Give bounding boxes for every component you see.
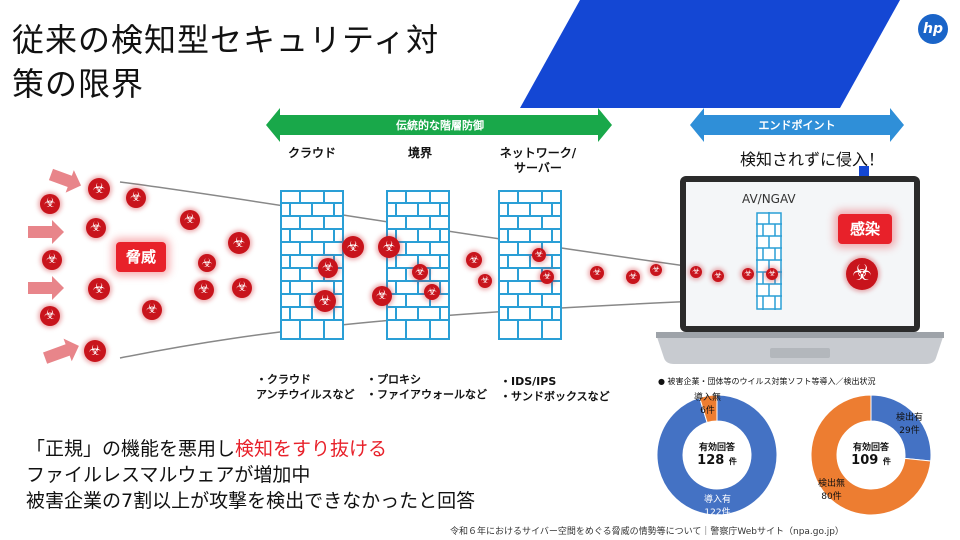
source-citation: 令和６年におけるサイバー空間をめぐる脅威の情勢等について｜警察庁Webサイト（n… <box>450 527 844 537</box>
column-perimeter: 境界 <box>407 146 432 160</box>
bottom-line-1: 「正規」の機能を悪用し検知をすり抜ける <box>26 438 388 460</box>
title-line-1: 従来の検知型セキュリティ対 <box>12 21 440 59</box>
donut2-center: 有効回答 109 件 <box>851 443 891 468</box>
biohazard-icon: ☣ <box>180 210 200 230</box>
page-title: 従来の検知型セキュリティ対 策の限界 <box>12 18 532 106</box>
infection-label: 感染 <box>838 214 892 244</box>
endpoint-arrow-label: エンドポイント <box>758 119 836 132</box>
donut2-label-undetected: 検出無 80件 <box>818 479 846 502</box>
threat-label: 脅威 <box>116 242 166 272</box>
donut-slice-1 <box>810 394 932 516</box>
biohazard-icon: ☣ <box>372 286 392 306</box>
intrusion-note: 検知されずに侵入！ <box>740 150 885 169</box>
donut-slice-1 <box>698 394 718 424</box>
donut-slice-0 <box>656 394 778 516</box>
biohazard-icon: ☣ <box>540 270 554 284</box>
biohazard-icon: ☣ <box>232 278 252 298</box>
biohazard-icon: ☣ <box>194 280 214 300</box>
biohazard-icon: ☣ <box>198 254 216 272</box>
donut-chart-1 <box>656 394 778 516</box>
biohazard-icon: ☣ <box>126 188 146 208</box>
column-network: ネットワーク/ サーバー <box>499 146 577 175</box>
av-label: AV/NGAV <box>742 192 796 206</box>
banner-shape <box>520 0 900 108</box>
donut1-label-present: 導入有 122件 <box>704 495 732 518</box>
firewall-icon <box>756 212 782 310</box>
column-cloud: クラウド <box>287 146 336 160</box>
biohazard-icon: ☣ <box>378 236 400 258</box>
donut1-label-absent: 導入無 6件 <box>694 393 722 416</box>
biohazard-icon: ☣ <box>466 252 482 268</box>
hp-logo: hp <box>918 14 948 44</box>
biohazard-icon: ☣ <box>228 232 250 254</box>
biohazard-icon: ☣ <box>42 250 62 270</box>
biohazard-icon: ☣ <box>690 266 702 278</box>
donut2-label-detected: 検出有 29件 <box>896 413 924 436</box>
biohazard-icon: ☣ <box>88 178 110 200</box>
title-line-2: 策の限界 <box>12 65 145 103</box>
perimeter-list: ・プロキシ ・ファイアウォールなど <box>366 373 487 401</box>
biohazard-icon: ☣ <box>742 268 754 280</box>
biohazard-icon: ☣ <box>766 268 778 280</box>
biohazard-icon: ☣ <box>86 218 106 238</box>
biohazard-icon: ☣ <box>88 278 110 300</box>
attack-funnel <box>28 168 831 364</box>
bottom-line-2: ファイルレスマルウェアが増加中 <box>26 464 311 486</box>
survey-caption: ● 被害企業・団体等のウイルス対策ソフト等導入／検出状況 <box>658 377 876 386</box>
biohazard-icon: ☣ <box>142 300 162 320</box>
biohazard-icon: ☣ <box>40 194 60 214</box>
donut-chart-2 <box>810 394 932 516</box>
biohazard-icon: ☣ <box>712 270 724 282</box>
donut1-center: 有効回答 128 件 <box>697 443 737 468</box>
biohazard-icon: ☣ <box>40 306 60 326</box>
biohazard-icon: ☣ <box>318 258 338 278</box>
biohazard-icon: ☣ <box>650 264 662 276</box>
biohazard-icon: ☣ <box>314 290 336 312</box>
bottom-line-3: 被害企業の7割以上が攻撃を検出できなかったと回答 <box>26 490 476 512</box>
biohazard-icon: ☣ <box>532 248 546 262</box>
endpoint-arrow <box>690 108 904 142</box>
cloud-list: ・クラウド アンチウイルスなど <box>256 373 355 401</box>
biohazard-icon: ☣ <box>478 274 492 288</box>
biohazard-icon: ☣ <box>590 266 604 280</box>
layers-arrow-label: 伝統的な階層防御 <box>396 119 484 132</box>
biohazard-icon: ☣ <box>424 284 440 300</box>
biohazard-icon: ☣ <box>84 340 106 362</box>
biohazard-icon: ☣ <box>846 258 878 290</box>
layers-arrow <box>266 108 612 142</box>
firewall-icon <box>498 190 562 340</box>
biohazard-icon: ☣ <box>412 264 428 280</box>
biohazard-icon: ☣ <box>626 270 640 284</box>
biohazard-icon: ☣ <box>342 236 364 258</box>
network-list: ・IDS/IPS ・サンドボックスなど <box>500 375 610 403</box>
